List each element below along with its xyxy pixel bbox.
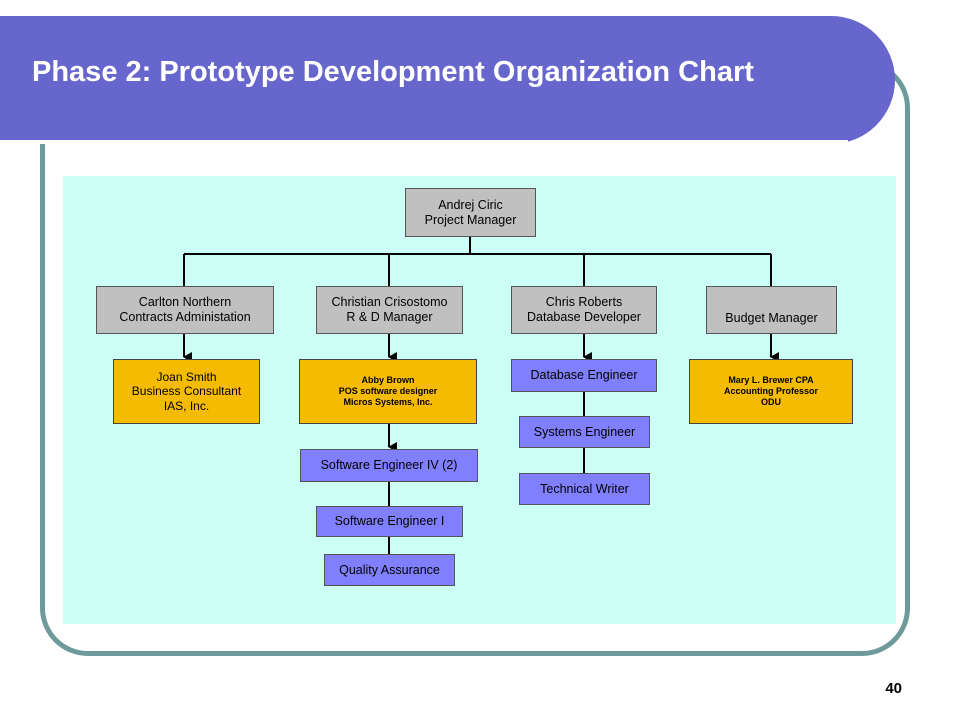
systems-engineer-label: Systems Engineer — [533, 424, 636, 439]
database-developer-box: Chris Roberts Database Developer — [511, 286, 657, 334]
budget-manager-box: Budget Manager — [706, 286, 837, 334]
abby-brown-label: Abby Brown POS software designer Micros … — [338, 375, 438, 407]
page-number: 40 — [885, 680, 902, 697]
contracts-admin-label: Carlton Northern Contracts Administation — [119, 295, 251, 324]
abby-brown-box: Abby Brown POS software designer Micros … — [299, 359, 477, 424]
software-engineer-iv-label: Software Engineer IV (2) — [320, 458, 458, 472]
mary-brewer-label: Mary L. Brewer CPA Accounting Professor … — [723, 375, 818, 407]
database-developer-label: Chris Roberts Database Developer — [527, 295, 641, 324]
budget-manager-label: Budget Manager — [725, 311, 818, 325]
technical-writer-label: Technical Writer — [540, 481, 629, 496]
technical-writer-box: Technical Writer — [519, 473, 650, 505]
quality-assurance-box: Quality Assurance — [324, 554, 455, 586]
slide-title: Phase 2: Prototype Development Organizat… — [32, 56, 754, 88]
project-manager-label: Andrej Ciric Project Manager — [424, 197, 517, 227]
rd-manager-box: Christian Crisostomo R & D Manager — [316, 286, 463, 334]
org-chart-connectors — [183, 237, 779, 554]
mary-brewer-box: Mary L. Brewer CPA Accounting Professor … — [689, 359, 853, 424]
joan-smith-box: Joan Smith Business Consultant IAS, Inc. — [113, 359, 260, 424]
joan-smith-label: Joan Smith Business Consultant IAS, Inc. — [131, 369, 242, 413]
software-engineer-i-label: Software Engineer I — [334, 514, 445, 528]
project-manager-box: Andrej Ciric Project Manager — [405, 188, 536, 237]
software-engineer-i-box: Software Engineer I — [316, 506, 463, 537]
org-chart-panel: Andrej Ciric Project Manager Carlton Nor… — [63, 176, 896, 624]
database-engineer-box: Database Engineer — [511, 359, 657, 392]
software-engineer-iv-box: Software Engineer IV (2) — [300, 449, 478, 482]
systems-engineer-box: Systems Engineer — [519, 416, 650, 448]
title-bar — [0, 16, 895, 144]
contracts-admin-box: Carlton Northern Contracts Administation — [96, 286, 274, 334]
database-engineer-label: Database Engineer — [530, 368, 638, 382]
quality-assurance-label: Quality Assurance — [339, 562, 440, 577]
title-underline — [0, 140, 848, 144]
rd-manager-label: Christian Crisostomo R & D Manager — [331, 295, 448, 324]
